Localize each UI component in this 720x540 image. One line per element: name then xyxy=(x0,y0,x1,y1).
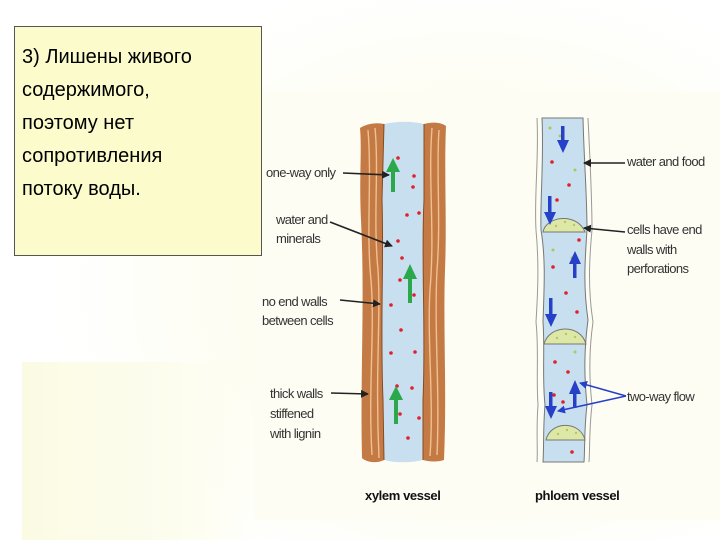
down-arrow-icon xyxy=(545,298,557,327)
caption-box: 3) Лишены живого содержимого, поэтому не… xyxy=(14,26,262,256)
caption-line-2: содержимого, xyxy=(22,79,150,101)
label-walls-with: walls with xyxy=(626,242,677,257)
label-minerals: minerals xyxy=(276,231,321,246)
background-band xyxy=(22,362,262,540)
phloem-vessel xyxy=(535,117,594,463)
xylem-lumen xyxy=(381,121,424,463)
caption-line-4: сопротивления xyxy=(22,145,163,167)
label-no-end-walls: no end walls xyxy=(262,294,328,309)
leader-cells-end-walls xyxy=(583,224,626,233)
leader-one-way xyxy=(342,170,390,179)
xylem-wood-grain xyxy=(367,127,440,459)
up-arrow-icon xyxy=(569,251,581,278)
phloem-up-arrows xyxy=(569,251,581,408)
label-cells-have-end: cells have end xyxy=(627,222,702,237)
sieve-plate-bottom xyxy=(545,425,586,441)
down-arrow-icon xyxy=(545,392,557,419)
phloem-tube xyxy=(540,117,589,463)
xylem-right-wall xyxy=(423,122,446,462)
label-xylem-vessel: xylem vessel xyxy=(365,488,440,503)
up-arrow-icon xyxy=(389,386,403,424)
phloem-down-arrows xyxy=(544,126,569,419)
label-stiffened: stiffened xyxy=(270,406,314,421)
xylem-up-arrows xyxy=(386,158,417,424)
leader-no-end-walls xyxy=(339,299,381,308)
label-perforations: perforations xyxy=(627,261,690,276)
label-two-way-flow: two-way flow xyxy=(627,389,695,404)
label-water-and-food: water and food xyxy=(626,154,705,169)
label-water-and: water and xyxy=(275,212,328,227)
xylem-vessel xyxy=(360,121,446,463)
xylem-particles xyxy=(389,156,421,440)
down-arrow-icon xyxy=(544,196,556,225)
label-between-cells: between cells xyxy=(262,313,334,328)
caption-line-1: 3) Лишены живого xyxy=(22,46,192,68)
phloem-particles xyxy=(550,160,581,454)
sieve-plate-dots xyxy=(554,220,578,436)
sieve-plate-middle xyxy=(543,328,587,345)
leader-thick-walls xyxy=(330,389,369,398)
leader-water-minerals xyxy=(329,221,393,248)
xylem-edges xyxy=(381,123,425,461)
sieve-plates xyxy=(542,218,587,441)
up-arrow-icon xyxy=(386,158,400,192)
figure-panel xyxy=(254,92,720,520)
label-thick-walls: thick walls xyxy=(270,386,324,401)
label-one-way-only: one-way only xyxy=(266,165,336,180)
label-with-lignin: with lignin xyxy=(269,426,321,441)
caption-line-3: поэтому нет xyxy=(22,112,134,134)
up-arrow-icon xyxy=(403,264,417,303)
label-phloem-vessel: phloem vessel xyxy=(535,488,619,503)
leader-lines xyxy=(329,159,626,398)
caption-line-5: потоку воды. xyxy=(22,178,141,200)
two-way-leaders xyxy=(557,381,627,414)
up-arrow-icon xyxy=(569,380,581,408)
phloem-wall-accents xyxy=(535,117,594,463)
down-arrow-icon xyxy=(557,126,569,153)
